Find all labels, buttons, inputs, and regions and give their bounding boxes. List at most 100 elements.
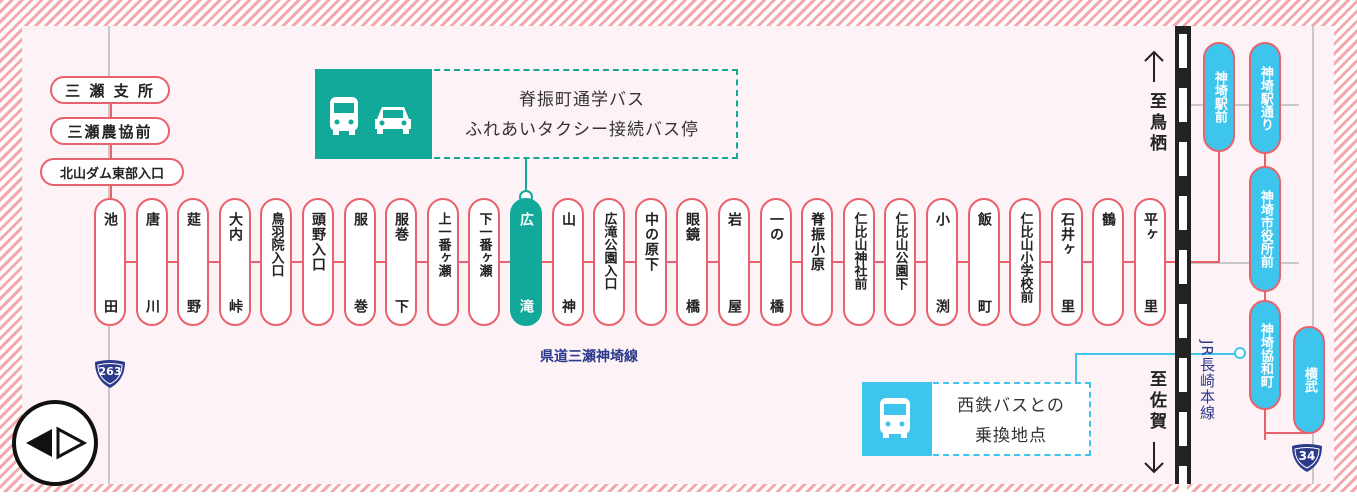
bus-stop-label-bottom: 野 — [185, 299, 201, 314]
callout-icon-box — [315, 69, 432, 159]
bus-stop-label: 仁比山小学校前 — [1017, 212, 1033, 303]
bus-stop[interactable]: 上一番ヶ瀬 — [427, 198, 459, 326]
school-bus-callout: 脊振町通学バス ふれあいタクシー接続バス停 — [315, 69, 738, 159]
bus-stop[interactable]: 小渕 — [926, 198, 958, 326]
bus-stop-label: 小 — [934, 212, 950, 227]
arrow-up-icon — [1144, 50, 1164, 82]
bus-stop[interactable]: 鶴 — [1092, 198, 1124, 326]
bus-stop[interactable]: 仁比山神社前 — [843, 198, 875, 326]
stop-mitsuse-shisho[interactable]: 三 瀬 支 所 — [50, 76, 170, 104]
stop-kanzaki-kyowamachi[interactable]: 神埼協和町 — [1249, 300, 1281, 410]
bus-stop-label: 仁比山公園下 — [892, 212, 908, 290]
route-connector-left — [110, 186, 112, 200]
stop-label: 神埼駅通り — [1257, 65, 1273, 131]
rail-line-label: JR長崎本線 — [1198, 340, 1216, 421]
car-icon — [375, 107, 411, 134]
arrow-down-icon — [1144, 442, 1164, 474]
bus-stop[interactable]: 服巻 — [344, 198, 376, 326]
bus-stop[interactable]: 山神 — [552, 198, 584, 326]
stop-kitayama-dam[interactable]: 北山ダム東部入口 — [40, 158, 184, 186]
bidirectional-arrow-icon — [26, 426, 88, 460]
route-shield-icon — [95, 360, 125, 388]
bus-stop[interactable]: 仁比山小学校前 — [1009, 198, 1041, 326]
bus-stop-label: 唐 — [144, 212, 160, 227]
callout-icon-box — [862, 382, 932, 456]
bus-stop[interactable]: 服巻下 — [385, 198, 417, 326]
bus-stop[interactable]: 広滝 — [510, 198, 542, 326]
direction-badge — [12, 400, 98, 486]
bus-stop-label-bottom: 橋 — [684, 299, 700, 314]
bus-stop-label-bottom: 滝 — [518, 299, 534, 314]
bus-stop-label: 脊振小原 — [809, 212, 825, 272]
bus-stop[interactable]: 唐川 — [136, 198, 168, 326]
bus-stop[interactable]: 鳥羽院入口 — [260, 198, 292, 326]
bus-stop-label-bottom: 田 — [102, 299, 118, 314]
bus-stop-label: 広滝公園入口 — [601, 212, 617, 290]
bus-stop-label-bottom: 里 — [1059, 299, 1075, 314]
stop-mitsuse-nokyomae[interactable]: 三瀬農協前 — [50, 117, 170, 145]
route-shield-number: 34 — [1298, 449, 1316, 463]
bus-stop-label-bottom: 峠 — [227, 299, 243, 314]
callout-text: 脊振町通学バス ふれあいタクシー接続バス停 — [437, 85, 727, 145]
road-top-horizontal — [1191, 104, 1299, 106]
bus-stop[interactable]: 飯町 — [968, 198, 1000, 326]
route-shield-263: 263 — [93, 358, 127, 390]
bus-stop-label: 石井ヶ — [1059, 212, 1075, 257]
stop-label: 北山ダム東部入口 — [59, 166, 164, 182]
bus-stop-label: 広 — [518, 212, 534, 227]
bus-stop[interactable]: 石井ヶ里 — [1051, 198, 1083, 326]
bus-stop-label-bottom: 巻 — [352, 299, 368, 314]
bus-stop[interactable]: 下一番ヶ瀬 — [468, 198, 500, 326]
stop-label: 横武 — [1301, 367, 1317, 393]
callout-connector — [525, 159, 527, 191]
transfer-line-horizontal — [1075, 353, 1240, 355]
bus-stop-label: 山 — [560, 212, 576, 227]
stop-label: 神埼市役所前 — [1257, 190, 1273, 268]
bus-stop[interactable]: 中の原下 — [635, 198, 667, 326]
stop-kanzaki-shiyakusho[interactable]: 神埼市役所前 — [1249, 166, 1281, 292]
stop-kanzaki-ekidori[interactable]: 神埼駅通り — [1249, 42, 1281, 154]
bus-stop[interactable]: 莚野 — [177, 198, 209, 326]
bus-stop-label: 服 — [352, 212, 368, 227]
stop-label: 三瀬農協前 — [67, 122, 153, 141]
bus-and-car-icon — [330, 97, 411, 135]
bus-stop[interactable]: 平ヶ里 — [1134, 198, 1166, 326]
stop-label: 神埼駅前 — [1211, 71, 1227, 123]
bus-stop[interactable]: 広滝公園入口 — [593, 198, 625, 326]
route-right-connector — [1264, 432, 1308, 434]
bus-icon — [880, 398, 910, 438]
stop-yokotake[interactable]: 横武 — [1293, 326, 1325, 434]
bus-stop-label-bottom: 里 — [1142, 299, 1158, 314]
bus-stop-label: 仁比山神社前 — [851, 212, 867, 290]
nishitetsu-transfer-callout: 西鉄バスとの 乗換地点 — [862, 382, 1091, 456]
bus-stop[interactable]: 岩屋 — [718, 198, 750, 326]
bus-stop-label: 頭野入口 — [310, 212, 326, 272]
stop-kanzaki-ekimae[interactable]: 神埼駅前 — [1203, 42, 1235, 152]
route-right-vertical — [1264, 150, 1266, 440]
bus-stop-label: 飯 — [976, 212, 992, 227]
bus-stop-label-bottom: 橋 — [768, 299, 784, 314]
bus-stop[interactable]: 脊振小原 — [801, 198, 833, 326]
road-mid-horizontal — [1191, 262, 1299, 264]
transfer-node — [1234, 347, 1246, 359]
bus-stop-label: 鳥羽院入口 — [268, 212, 284, 277]
bus-stop[interactable]: 池田 — [94, 198, 126, 326]
route-branch-vertical — [1218, 150, 1220, 263]
bus-stop-label-bottom: 下 — [393, 299, 409, 314]
direction-north: 至鳥栖 — [1146, 92, 1166, 155]
bus-stop[interactable]: 頭野入口 — [302, 198, 334, 326]
bus-stop[interactable]: 大内峠 — [219, 198, 251, 326]
bus-stop[interactable]: 仁比山公園下 — [884, 198, 916, 326]
bus-stop-label: 下一番ヶ瀬 — [476, 212, 492, 277]
bus-stop-label-bottom: 屋 — [726, 299, 742, 314]
bus-stop-label: 服巻 — [393, 212, 409, 242]
callout-line-2: ふれあいタクシー接続バス停 — [465, 120, 699, 140]
bus-stop[interactable]: 一の橋 — [760, 198, 792, 326]
callout-line-1: 脊振町通学バス — [519, 90, 645, 110]
callout-line-1: 西鉄バスとの — [957, 396, 1065, 416]
road-name-label: 県道三瀬神埼線 — [540, 349, 638, 365]
callout-line-2: 乗換地点 — [975, 426, 1047, 446]
bus-stop[interactable]: 眼鏡橋 — [676, 198, 708, 326]
road-right-vertical — [1312, 26, 1314, 484]
railway-track — [1175, 26, 1191, 500]
